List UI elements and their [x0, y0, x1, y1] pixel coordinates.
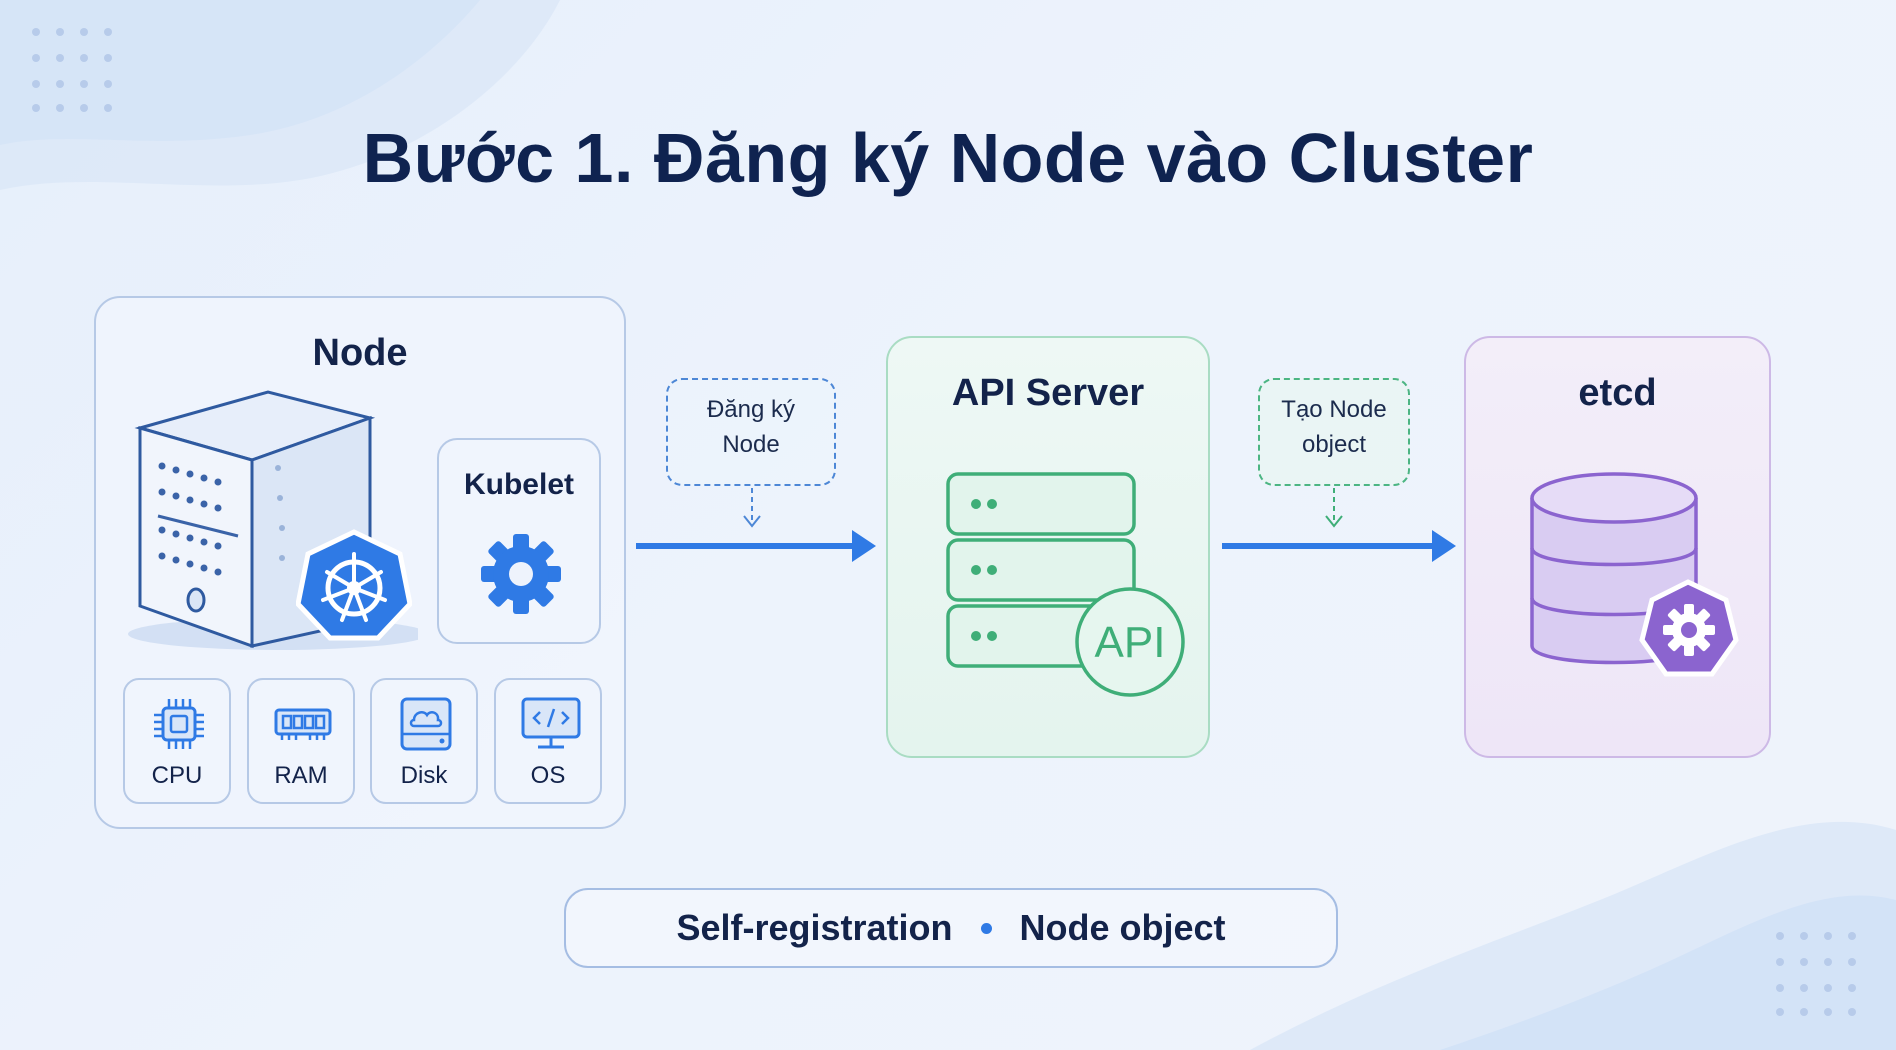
dot-grid-top-left [32, 28, 112, 112]
summary-node-object: Node object [1019, 907, 1226, 948]
os-icon [521, 697, 581, 749]
cpu-icon [154, 699, 204, 749]
node-title: Node [312, 332, 408, 374]
resource-cpu: CPU [123, 678, 231, 804]
arrow-node-to-api [636, 488, 876, 562]
database-icon [1530, 472, 1739, 677]
api-server-title: API Server [951, 372, 1145, 414]
etcd-title: etcd [1578, 372, 1657, 414]
kubelet-card: Kubelet [437, 438, 601, 644]
ram-icon [274, 708, 332, 740]
summary-self-registration: Self-registration [676, 907, 953, 948]
callout-create: Tạo Node object [1258, 378, 1410, 486]
gear-icon [481, 534, 561, 614]
callout-register: Đăng ký Node [666, 378, 836, 486]
page-title: Bước 1. Đăng ký Node vào Cluster [362, 119, 1534, 197]
callout-line: object [1301, 431, 1367, 458]
dot-grid-bottom-right [1776, 932, 1856, 1016]
etcd-panel: etcd [1464, 336, 1771, 758]
resource-label: CPU [151, 762, 203, 789]
resource-label: Disk [400, 762, 448, 789]
callout-line: Node [722, 431, 780, 458]
callout-line: Đăng ký [706, 396, 796, 423]
resource-disk: Disk [370, 678, 478, 804]
api-badge-text: API [1095, 618, 1166, 667]
summary-pill: Self-registration Node object [564, 888, 1338, 968]
kubelet-label: Kubelet [463, 468, 574, 501]
api-server-icon: API [946, 472, 1185, 697]
disk-icon [400, 697, 452, 751]
resource-label: RAM [274, 762, 328, 789]
arrow-api-to-etcd [1222, 488, 1456, 562]
resource-os: OS [494, 678, 602, 804]
callout-line: Tạo Node [1281, 396, 1387, 423]
separator-dot [980, 922, 992, 934]
kubernetes-icon [296, 529, 412, 641]
resource-ram: RAM [247, 678, 355, 804]
resource-label: OS [530, 762, 566, 789]
